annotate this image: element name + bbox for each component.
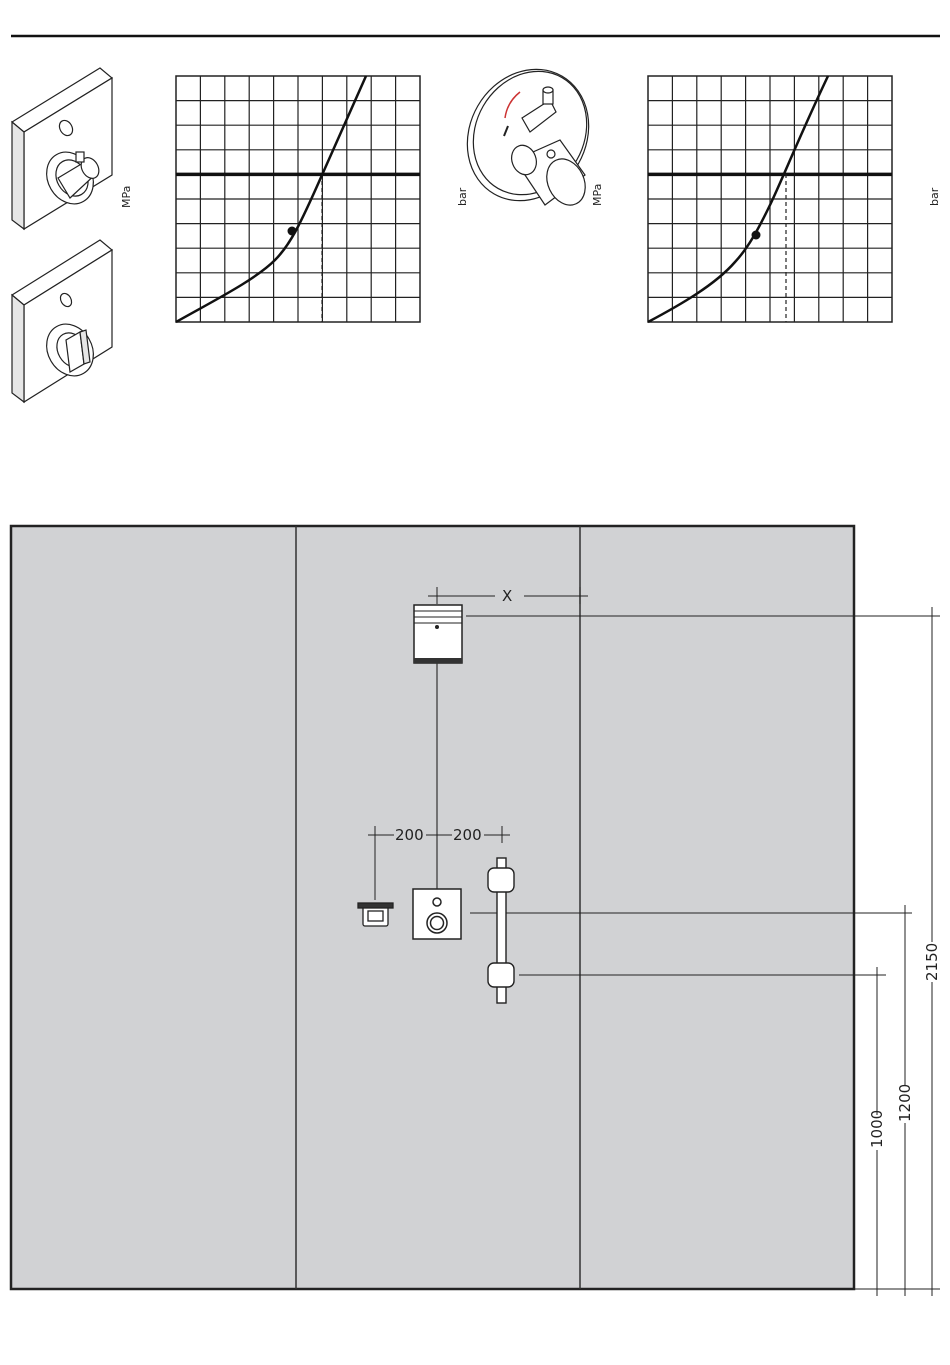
height-1000-label: 1000 <box>868 1110 886 1148</box>
dimension-200-left-label: 200 <box>395 826 424 844</box>
unit-label-bar-left: bar <box>456 187 469 206</box>
flow-chart-right: MPa bar <box>591 76 941 322</box>
product-illustration-round-thermostat <box>444 47 612 223</box>
unit-label-mpa-left: MPa <box>120 186 133 208</box>
chart-grid <box>648 76 892 322</box>
chart-grid <box>176 76 420 322</box>
product-illustration-square-knob <box>12 68 112 229</box>
operating-point <box>752 231 761 240</box>
operating-point <box>288 227 297 236</box>
installation-diagram: X 200 200 <box>11 526 941 1296</box>
dimension-200-right-label: 200 <box>453 826 482 844</box>
height-2150-label: 2150 <box>923 943 941 981</box>
flow-chart-left: MPa bar <box>120 76 469 322</box>
height-1200-label: 1200 <box>896 1084 914 1122</box>
overhead-shower <box>414 605 462 663</box>
hand-shower-holder <box>358 903 393 926</box>
unit-label-bar-right: bar <box>928 187 941 206</box>
unit-label-mpa-right: MPa <box>591 184 604 206</box>
dimension-x-label: X <box>502 587 512 605</box>
product-illustration-square-lever <box>12 240 112 402</box>
mixer-valve <box>413 889 461 939</box>
